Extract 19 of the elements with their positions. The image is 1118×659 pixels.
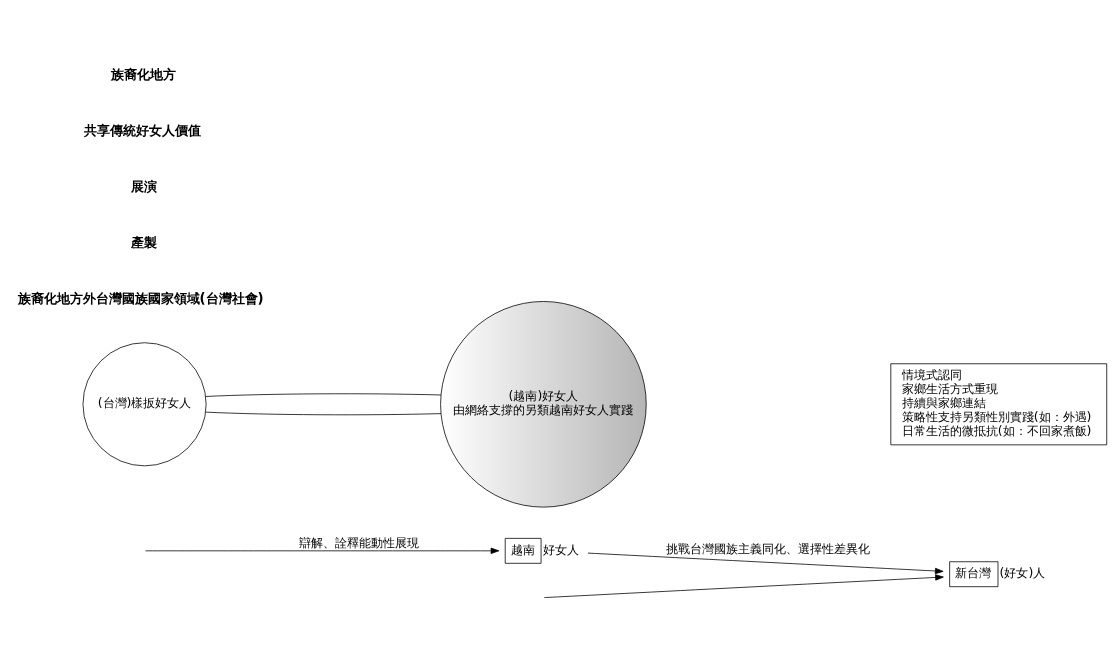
arrow (543, 573, 944, 598)
label: 展演 (130, 178, 157, 194)
connector (205, 411, 442, 415)
label: 共享傳統好女人價值 (83, 122, 201, 138)
edge-label: 挑戰台灣國族主義同化、選擇性差異化 (666, 541, 871, 556)
node-box: 新台灣 (949, 560, 999, 587)
node-box: 情境式認同 家鄉生活方式重現 持續與家鄉連結 策略性支持另類性別實踐(如：外遇) 日常生活的微抵抗(如：不回家煮飯) (890, 362, 1108, 445)
label: 族裔化地方外台灣國族國家領域(台灣社會) (17, 290, 264, 306)
label: 產製 (130, 234, 157, 250)
label: 族裔化地方 (110, 66, 176, 82)
node-circle: (台灣)樣扳好女人 (82, 341, 207, 466)
node-circle: (越南)好女人 由網絡支撐的另類越南好女人實踐 (440, 300, 647, 507)
arrow (587, 552, 944, 574)
node-label: (好女)人 (999, 564, 1046, 580)
arrow (145, 547, 500, 554)
node-box: 越南 (504, 537, 542, 564)
edge-label: 辯解、詮釋能動性展現 (299, 535, 420, 550)
connector (205, 392, 442, 397)
node-label: 好女人 (542, 541, 579, 557)
